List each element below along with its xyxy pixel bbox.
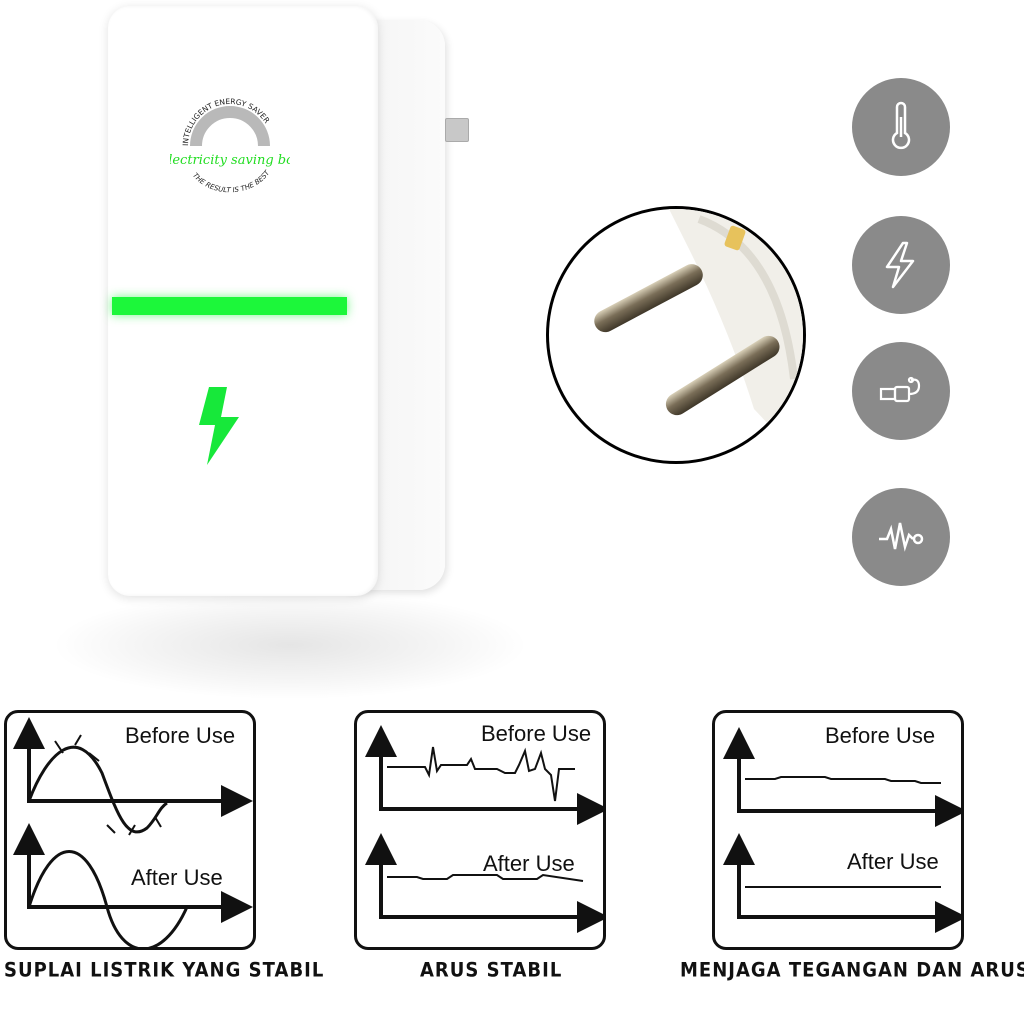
plug-prong — [445, 118, 469, 142]
after-use-label: After Use — [483, 851, 575, 876]
after-use-label: After Use — [847, 849, 939, 874]
panel-maintain-voltage: Before Use After Use — [712, 710, 964, 950]
device-logo: INTELLIGENT ENERGY SAVER Electricity sav… — [158, 84, 302, 204]
lightning-bolt-icon — [195, 385, 243, 467]
lightning-icon — [852, 216, 950, 314]
caption-maintain-voltage: MENJAGA TEGANGAN DAN ARUS — [680, 958, 1024, 983]
before-use-label: Before Use — [125, 723, 236, 748]
device-shadow — [50, 590, 530, 700]
before-use-label: Before Use — [481, 721, 592, 746]
green-indicator-bar — [112, 297, 347, 315]
before-use-label: Before Use — [825, 723, 936, 748]
caption-stable-supply: SUPLAI LISTRIK YANG STABIL — [4, 958, 325, 983]
usb-cable-icon — [852, 342, 950, 440]
logo-bottom-text: THE RESULT IS THE BEST — [191, 168, 272, 194]
caption-stable-current: ARUS STABIL — [420, 958, 563, 983]
logo-main-text: Electricity saving box — [170, 153, 290, 168]
panel-stable-current: Before Use After Use — [354, 710, 606, 950]
plug-pins-closeup — [546, 206, 806, 464]
panel-stable-supply: Before Use After Use — [4, 710, 256, 950]
after-use-label: After Use — [131, 865, 223, 890]
waveform-icon — [852, 488, 950, 586]
thermometer-icon — [852, 78, 950, 176]
